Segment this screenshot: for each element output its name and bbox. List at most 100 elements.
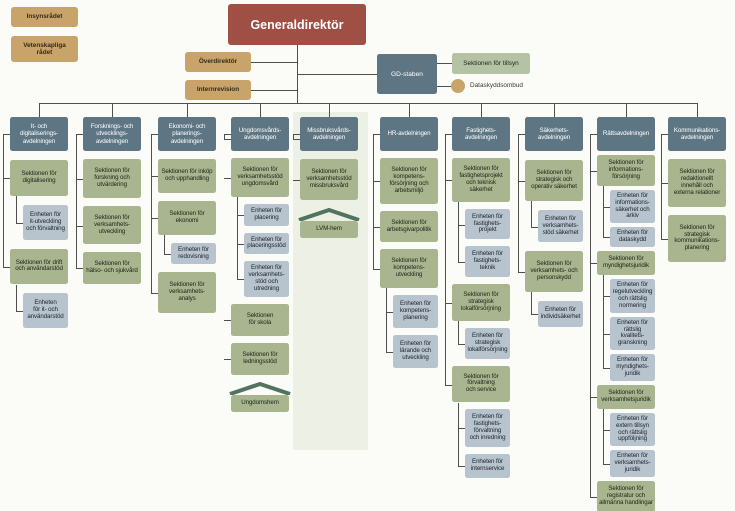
- section-box: Sektionen för verksamhetsjuridik: [597, 384, 655, 409]
- connector-line: [386, 351, 393, 353]
- connector-line: [437, 86, 451, 87]
- connector-line: [626, 103, 627, 117]
- connector-line: [518, 271, 525, 273]
- connector-line: [224, 177, 231, 179]
- connector-line: [39, 103, 40, 117]
- connector-line: [437, 63, 452, 64]
- connector-line: [16, 222, 23, 224]
- connector-line: [518, 180, 525, 182]
- section-box: Sektionen för ekonomi: [158, 200, 216, 235]
- hem-node: Ungdomshem: [229, 381, 291, 412]
- connector-line: [386, 311, 393, 313]
- connector-line: [373, 134, 374, 269]
- dataskyddsombud-dot-icon: [451, 79, 465, 93]
- connector-line: [293, 179, 300, 181]
- org-column-2: Forsknings- och utvecklings- avdelningen…: [76, 117, 141, 292]
- connector-line: [237, 215, 244, 216]
- connector-line: [76, 134, 77, 268]
- connector-line: [531, 226, 538, 228]
- connector-line: [76, 225, 83, 227]
- connector-line: [293, 134, 300, 135]
- section-box: Sektionen för skola: [231, 303, 289, 336]
- section-box: Sektionen för myndighetsjuridik: [597, 251, 655, 275]
- vetenskapliga-radet-box: Vetenskapliga rådet: [11, 36, 78, 62]
- section-box: Sektionen för verksamhets- och personsky…: [525, 251, 583, 293]
- hem-box: Ungdomshem: [231, 394, 289, 412]
- unit-box: Enheten för regelutveckling och rättslig…: [610, 278, 655, 313]
- insynsradet-box: Insynsrådet: [11, 7, 78, 27]
- connector-line: [458, 261, 465, 263]
- section-box: Sektionen för redaktionellt innehåll och…: [668, 159, 726, 207]
- unit-box: Enheten för placering: [244, 203, 289, 226]
- connector-line: [603, 296, 610, 297]
- unit-box: Enheten för strategisk lokalförsörjning: [465, 327, 510, 359]
- connector-line: [187, 103, 188, 117]
- section-box: Sektionen för drift och användarstöd: [10, 248, 68, 285]
- section-box: Sektionen för strategisk och operativ sä…: [525, 160, 583, 201]
- dept-box: Fastighets- avdelningen: [452, 117, 510, 151]
- section-box: Sektionen för kompetens- försörjning och…: [380, 158, 438, 204]
- gd-staben-box: GD-staben: [377, 54, 437, 94]
- connector-line: [697, 103, 698, 117]
- connector-line: [251, 62, 297, 63]
- connector-line: [293, 138, 300, 140]
- connector-line: [151, 292, 158, 294]
- section-box: Sektionen för forskning och utvärdering: [83, 159, 141, 198]
- connector-line: [590, 170, 597, 172]
- connector-line: [224, 134, 231, 135]
- dept-box: Säkerhets- avdelningen: [525, 117, 583, 151]
- section-box: Sektionen för informations- försörjning: [597, 155, 655, 186]
- connector-line: [224, 320, 231, 321]
- unit-box: Enheten för it-utveckling och förvaltnin…: [23, 204, 68, 240]
- generaldirektor-box: Generaldirektör: [228, 4, 366, 45]
- connector-line: [237, 197, 238, 279]
- connector-line: [518, 134, 519, 272]
- connector-line: [373, 134, 380, 135]
- connector-line: [603, 186, 604, 237]
- connector-line: [3, 267, 10, 268]
- connector-line: [445, 134, 446, 385]
- unit-box: Enheten för it- och användarstöd: [23, 293, 68, 329]
- connector-line: [260, 103, 261, 117]
- connector-line: [237, 244, 244, 245]
- connector-line: [531, 292, 532, 314]
- connector-line: [237, 279, 244, 280]
- connector-line: [603, 463, 610, 465]
- connector-line: [590, 263, 597, 264]
- connector-line: [373, 181, 380, 182]
- unit-box: Enheten för lärande och utveckling: [393, 334, 438, 368]
- overdirektor-box: Överdirektör: [185, 52, 251, 72]
- section-box: Sektionen för kompetens- utveckling: [380, 249, 438, 289]
- connector-line: [151, 134, 152, 293]
- unit-box: Enheten för fastighets- projekt: [465, 208, 510, 240]
- dept-box: Ungdomsvårds- avdelningen: [231, 117, 289, 151]
- connector-line: [224, 359, 231, 360]
- house-roof-icon: [298, 207, 360, 221]
- connector-line: [297, 74, 377, 75]
- unit-box: Enheten för internservice: [465, 453, 510, 478]
- section-box: Sektionen för verksamhetsstöd missbruksv…: [300, 159, 358, 200]
- dataskyddsombud-label: Dataskyddsombud: [470, 82, 523, 89]
- connector-line: [76, 134, 83, 135]
- connector-line: [386, 288, 387, 352]
- connector-line: [661, 134, 668, 135]
- connector-line: [164, 254, 171, 255]
- connector-line: [445, 134, 452, 135]
- section-box: Sektionen för digitalisering: [10, 160, 68, 196]
- hem-box: LVM-hem: [300, 220, 358, 238]
- unit-box: Enheten för fastighets- teknik: [465, 246, 510, 278]
- connector-line: [16, 310, 23, 312]
- unit-box: Enheten för dataskydd: [610, 227, 655, 248]
- connector-line: [590, 134, 597, 135]
- connector-line: [603, 430, 610, 431]
- connector-line: [3, 178, 10, 179]
- section-box: Sektionen för hälso- och sjukvård: [83, 252, 141, 285]
- connector-line: [224, 138, 231, 140]
- unit-box: Enheten för individsäkerhet: [538, 301, 583, 327]
- section-box: Sektionen för inköp och upphandling: [158, 159, 216, 193]
- connector-line: [373, 227, 380, 228]
